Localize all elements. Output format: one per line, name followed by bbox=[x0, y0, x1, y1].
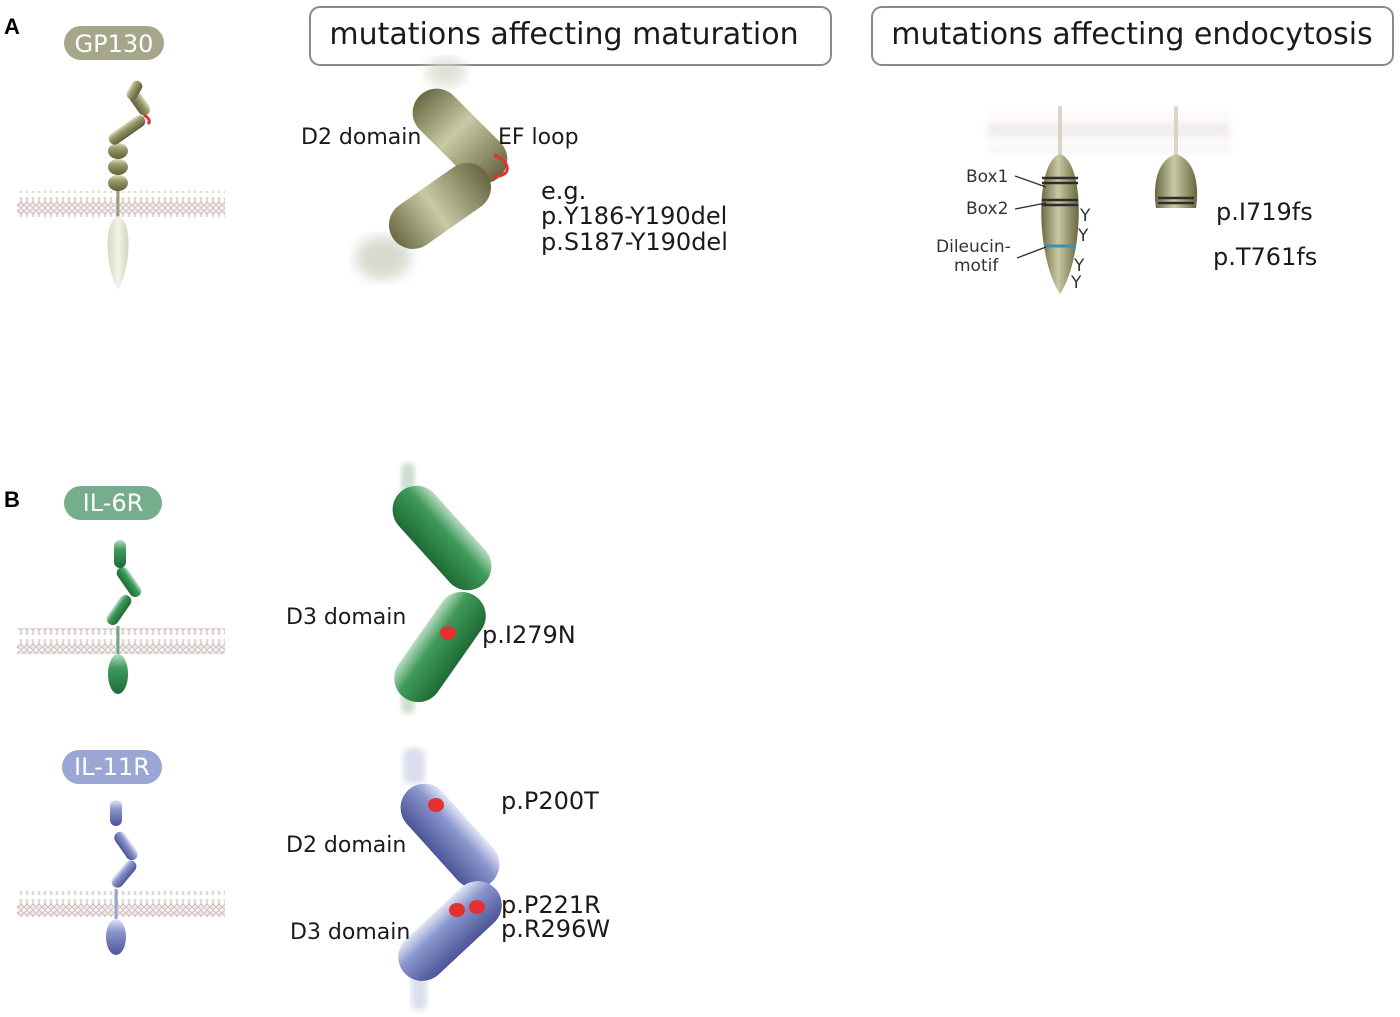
il6r-ig-domain bbox=[114, 540, 126, 568]
il11r-d3-domain-label: D3 domain bbox=[290, 920, 410, 945]
domain-d1 bbox=[126, 80, 143, 100]
ef-loop-mark bbox=[143, 113, 151, 126]
mutation-r296w: p.R296W bbox=[501, 915, 610, 943]
il6r-d1-domain bbox=[108, 654, 128, 694]
mutation-p221r-site bbox=[449, 903, 465, 917]
faded-upper-domain bbox=[403, 748, 425, 784]
dileucine-label-line2: motif bbox=[954, 256, 999, 276]
mutation-r296w-site bbox=[469, 900, 485, 914]
il6r-d3-domain bbox=[106, 594, 132, 626]
domain-d6 bbox=[108, 175, 128, 191]
tyrosine-1: Y bbox=[1079, 206, 1091, 226]
membrane bbox=[17, 628, 225, 654]
tyrosine-4: Y bbox=[1070, 273, 1082, 293]
ef-loop bbox=[491, 153, 509, 178]
il6r-receptor: IL-6R bbox=[17, 486, 225, 694]
gp130-label-pill bbox=[64, 26, 164, 60]
tyrosine-2: Y bbox=[1077, 226, 1089, 246]
il11r-label: IL-11R bbox=[74, 753, 150, 781]
panel-a: A GP130 mutations affecting maturation bbox=[4, 6, 1394, 294]
il6r-d2-domain bbox=[116, 566, 142, 598]
gp130-d3-domain bbox=[388, 163, 492, 249]
box2-label: Box2 bbox=[966, 199, 1008, 219]
truncated-intracellular-domain bbox=[1154, 154, 1198, 208]
mutation-y186-y190del: p.Y186-Y190del bbox=[541, 202, 727, 230]
box1-label: Box1 bbox=[966, 167, 1008, 187]
il11r-d1-domain bbox=[106, 919, 126, 955]
domain-d3 bbox=[108, 115, 146, 145]
gp130-label: GP130 bbox=[75, 30, 154, 58]
mutation-p200t: p.P200T bbox=[501, 787, 599, 815]
full-intracellular-domain bbox=[1041, 154, 1079, 294]
faded-lower-domain bbox=[355, 236, 411, 280]
il11r-d3-domain bbox=[111, 860, 137, 888]
mutation-p200t-site bbox=[428, 798, 444, 812]
maturation-header-box bbox=[309, 6, 832, 66]
membrane-faded bbox=[988, 112, 1230, 152]
mutation-p221r: p.P221R bbox=[501, 891, 601, 919]
eg-label: e.g. bbox=[541, 177, 586, 205]
d2-domain-label: D2 domain bbox=[301, 125, 421, 150]
il11r-zoom bbox=[398, 748, 502, 1010]
dileucine-label-line1: Dileucin- bbox=[936, 237, 1011, 257]
endocytosis-header-box bbox=[871, 6, 1394, 66]
domain-d4 bbox=[108, 143, 128, 159]
faded-upper-domain bbox=[401, 463, 415, 493]
dileucine-leader bbox=[1016, 246, 1047, 259]
mutation-s187-y190del: p.S187-Y190del bbox=[541, 228, 728, 256]
il6r-d2-domain-zoom bbox=[392, 485, 492, 591]
domain-d5 bbox=[108, 159, 128, 175]
il6r-label-pill bbox=[64, 486, 162, 520]
il6r-d3-domain-zoom bbox=[394, 591, 486, 703]
mutation-t761fs: p.T761fs bbox=[1213, 243, 1317, 271]
faded-upper-domain bbox=[426, 58, 466, 86]
membrane bbox=[17, 191, 225, 217]
mutation-i279n: p.I279N bbox=[482, 621, 576, 649]
membrane bbox=[17, 891, 225, 917]
endocytosis-header: mutations affecting endocytosis bbox=[891, 17, 1373, 52]
mutation-i279n-site bbox=[440, 626, 456, 640]
intracellular-domain bbox=[107, 216, 129, 290]
gp130-d2-domain bbox=[412, 88, 508, 184]
mutation-i719fs: p.I719fs bbox=[1216, 198, 1313, 226]
il11r-d2-domain-zoom bbox=[400, 783, 500, 889]
il11r-label-pill bbox=[62, 750, 162, 784]
il6r-d3-domain-label: D3 domain bbox=[286, 605, 406, 630]
panel-b-letter: B bbox=[4, 487, 20, 512]
il11r-d2-domain bbox=[114, 831, 138, 861]
gp130-d2-zoom bbox=[355, 58, 509, 280]
ef-loop-label: EF loop bbox=[498, 125, 579, 150]
endocytosis-schematic bbox=[988, 106, 1230, 294]
panel-a-letter: A bbox=[4, 14, 20, 39]
panel-b: B IL-6R D3 domain p.I279N IL-11R bbox=[4, 463, 610, 1010]
il11r-d2-domain-label: D2 domain bbox=[286, 833, 406, 858]
maturation-header: mutations affecting maturation bbox=[329, 17, 798, 52]
box2-leader bbox=[1014, 202, 1047, 210]
gp130-receptor: GP130 bbox=[17, 26, 225, 290]
il6r-zoom bbox=[392, 463, 492, 714]
il11r-receptor: IL-11R bbox=[17, 750, 225, 955]
tyrosine-3: Y bbox=[1073, 256, 1085, 276]
il11r-ig-domain bbox=[110, 800, 122, 826]
box1-leader bbox=[1014, 175, 1047, 188]
il6r-label: IL-6R bbox=[83, 489, 144, 517]
